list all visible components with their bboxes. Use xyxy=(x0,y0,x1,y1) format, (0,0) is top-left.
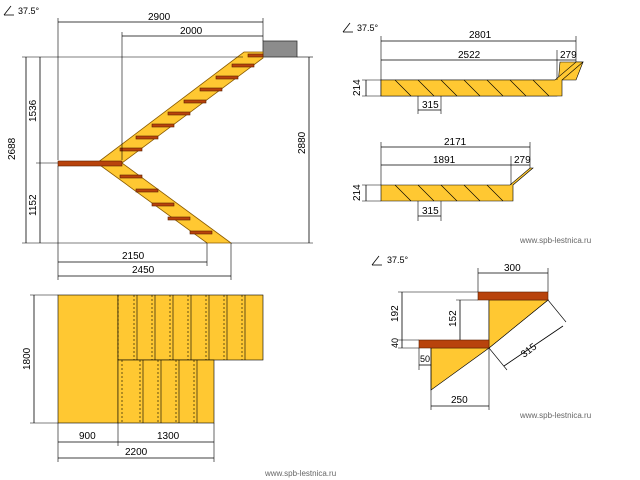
step-detail-view: 37.5° 300 192 152 40 50 xyxy=(371,255,567,410)
tread xyxy=(231,63,255,68)
dim-lower-stringer-inner: 1891 xyxy=(433,155,456,166)
dim-lower-stringer-tread: 315 xyxy=(422,206,439,217)
tread xyxy=(151,123,175,128)
tread xyxy=(167,111,191,116)
dim-width-upper: 2000 xyxy=(180,26,203,37)
lower-treads xyxy=(119,174,213,235)
plan-landing xyxy=(57,294,119,424)
dim-width-total: 2900 xyxy=(148,12,171,23)
dim-lower-stringer-height: 214 xyxy=(352,184,363,201)
tread xyxy=(189,230,213,235)
angle-marker-side: 37.5° xyxy=(3,5,40,16)
dim-plan-right: 1300 xyxy=(157,431,180,442)
angle-marker-stringer: 37.5° xyxy=(342,22,379,33)
watermarks: www.spb-lestnica.ru www.spb-lestnica.ru … xyxy=(264,236,591,478)
detail-lower-support xyxy=(430,347,490,391)
mid-landing xyxy=(57,160,123,167)
tread xyxy=(135,188,159,193)
step-detail-dimensions: 300 192 152 40 50 315 250 xyxy=(390,263,567,410)
upper-stringer-dimensions: 2801 2522 279 214 315 xyxy=(352,30,577,114)
plan-upper-steps xyxy=(117,295,246,360)
dim-height-lower-left: 1152 xyxy=(28,194,39,216)
dim-upper-stringer-height: 214 xyxy=(352,79,363,96)
plan-lower-flight xyxy=(117,359,215,424)
watermark-text: www.spb-lestnica.ru xyxy=(519,236,591,245)
angle-label-detail: 37.5° xyxy=(387,255,409,265)
plan-view: 1800 900 1300 2200 xyxy=(22,294,264,462)
plan-upper-flight xyxy=(117,294,264,361)
dim-upper-stringer-inner: 2522 xyxy=(458,50,481,61)
dim-detail-tread-depth: 300 xyxy=(504,263,521,274)
upper-treads xyxy=(119,53,264,152)
dim-height-left: 2688 xyxy=(7,137,18,160)
tread xyxy=(151,202,175,207)
detail-upper-triangle xyxy=(488,299,549,349)
upper-stringer-hatch xyxy=(394,79,550,97)
dim-upper-stringer-tread: 315 xyxy=(422,100,439,111)
lower-stringer-dimensions: 2171 1891 279 214 315 xyxy=(352,137,531,221)
dim-detail-rise: 152 xyxy=(448,310,459,327)
watermark-text: www.spb-lestnica.ru xyxy=(264,469,336,478)
dim-detail-run: 250 xyxy=(451,395,468,406)
angle-label-side: 37.5° xyxy=(18,6,40,16)
dim-bottom-inner: 2150 xyxy=(122,251,145,262)
dim-detail-riser-height: 192 xyxy=(390,305,401,322)
dim-plan-left: 900 xyxy=(79,431,96,442)
watermark-text: www.spb-lestnica.ru xyxy=(519,411,591,420)
stringer-upper-view: 37.5° 2801 2522 279 214 xyxy=(342,22,584,114)
dim-bottom-outer: 2450 xyxy=(132,265,155,276)
dim-detail-offset: 50 xyxy=(420,354,430,364)
upper-landing-block xyxy=(262,40,298,58)
lower-stringer-hatch xyxy=(394,184,504,202)
dim-detail-tread-thickness: 40 xyxy=(390,338,400,348)
tread xyxy=(183,99,207,104)
plan-dimensions: 1800 900 1300 2200 xyxy=(22,294,215,462)
dim-height-right: 2880 xyxy=(297,131,308,154)
side-dimensions: 2900 2000 2688 1536 1152 2880 xyxy=(7,12,313,280)
tread xyxy=(215,75,239,80)
plan-lower-steps xyxy=(121,360,198,423)
tread xyxy=(119,174,143,179)
stringer-lower-view: 2171 1891 279 214 315 xyxy=(352,137,534,221)
dim-plan-total: 2200 xyxy=(125,447,148,458)
tread xyxy=(167,216,191,221)
upper-stringer-shape xyxy=(380,61,584,97)
dim-upper-stringer-end: 279 xyxy=(560,50,577,61)
detail-lower-tread xyxy=(418,339,490,349)
dim-lower-stringer-total: 2171 xyxy=(444,137,467,148)
dim-plan-depth: 1800 xyxy=(22,347,33,370)
angle-marker-detail: 37.5° xyxy=(371,255,409,266)
tread xyxy=(119,147,143,152)
dim-upper-stringer-total: 2801 xyxy=(469,30,492,41)
side-view: 37.5° xyxy=(3,5,313,280)
lower-stringer-shape xyxy=(380,167,534,202)
dim-height-upper-left: 1536 xyxy=(28,99,39,122)
angle-label-stringer: 37.5° xyxy=(357,23,379,33)
tread xyxy=(199,87,223,92)
detail-upper-tread xyxy=(477,291,549,301)
dim-lower-stringer-end: 279 xyxy=(514,155,531,166)
tread xyxy=(247,53,264,58)
tread xyxy=(135,135,159,140)
